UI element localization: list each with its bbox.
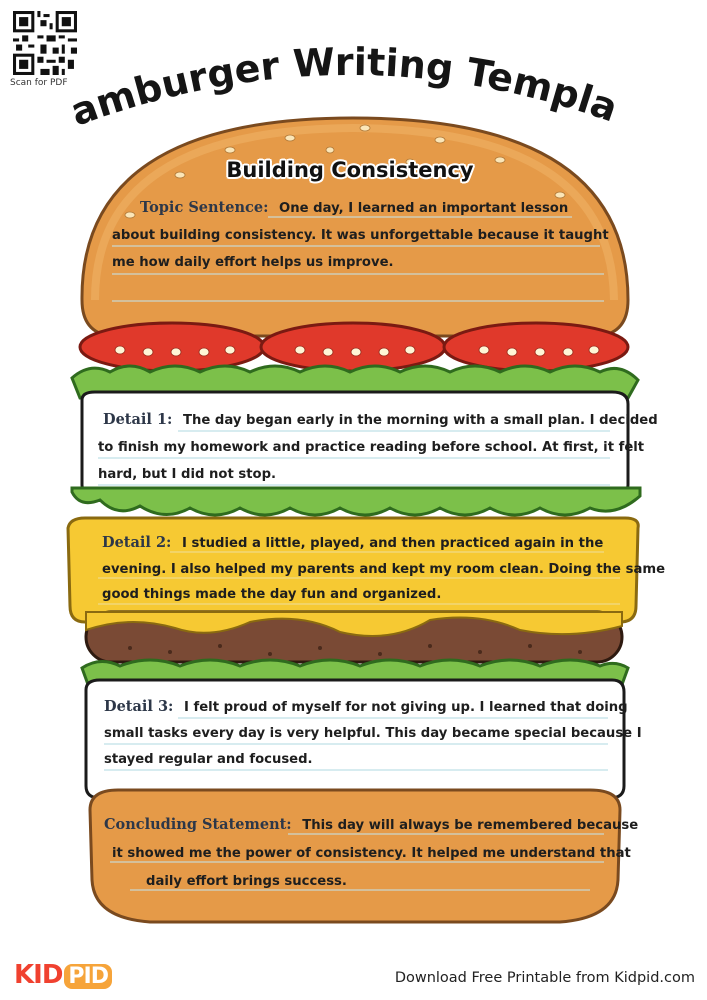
logo-pid-text: PID — [64, 964, 112, 989]
lettuce-top — [70, 364, 640, 400]
download-link[interactable]: Download Free Printable from Kidpid.com — [394, 970, 695, 986]
hamburger-illustration — [66, 116, 642, 924]
detail-1-line-2: to finish my homework and practice readi… — [98, 440, 645, 455]
qr-code — [13, 11, 77, 75]
topic-line-2: about building consistency. It was unfor… — [112, 228, 609, 243]
qr-caption: Scan for PDF — [10, 78, 68, 88]
topic-heading: Building Consistency — [226, 158, 474, 182]
concluding-line-1: This day will always be remembered becau… — [302, 818, 639, 833]
concluding-label: Concluding Statement: — [104, 816, 292, 833]
detail-3-label: Detail 3: — [104, 698, 174, 715]
patty-layer — [84, 610, 624, 664]
detail-1-block: Detail 1: The day began early in the mor… — [98, 406, 658, 488]
detail-3-block: Detail 3: I felt proud of myself for not… — [104, 694, 642, 773]
detail-1-label: Detail 1: — [103, 411, 173, 428]
topic-line-1: One day, I learned an important lesson — [279, 201, 569, 216]
detail-1-line-3: hard, but I did not stop. — [98, 467, 277, 482]
detail-2-line-2: evening. I also helped my parents and ke… — [102, 561, 666, 577]
detail-2-label: Detail 2: — [102, 534, 172, 551]
detail-3-line-3: stayed regular and focused. — [104, 752, 313, 767]
tomato-layer — [78, 321, 630, 373]
concluding-line-2: it showed me the power of consistency. I… — [112, 846, 631, 861]
detail-3-line-1: I felt proud of myself for not giving up… — [184, 700, 628, 715]
concluding-block: Concluding Statement: This day will alwa… — [104, 811, 638, 896]
detail-2-block: Detail 2: I studied a little, played, an… — [102, 530, 665, 608]
concluding-line-3: daily effort brings success. — [146, 874, 347, 889]
detail-1-line-1: The day began early in the morning with … — [183, 413, 658, 428]
detail-3-panel — [84, 678, 626, 800]
topic-sentence-block: Topic Sentence: One day, I learned an im… — [112, 194, 609, 276]
top-bun — [80, 116, 630, 338]
topic-line-3: me how daily effort helps us improve. — [112, 255, 394, 270]
detail-3-line-2: small tasks every day is very helpful. T… — [104, 726, 642, 741]
detail-2-line-1: I studied a little, played, and then pra… — [182, 536, 604, 551]
topic-sentence-label: Topic Sentence: — [140, 199, 269, 216]
lettuce-middle — [70, 486, 642, 517]
detail-2-line-3: good things made the day fun and organiz… — [102, 587, 442, 602]
logo-kid-text: KID — [14, 960, 63, 990]
bottom-bun — [88, 788, 622, 924]
